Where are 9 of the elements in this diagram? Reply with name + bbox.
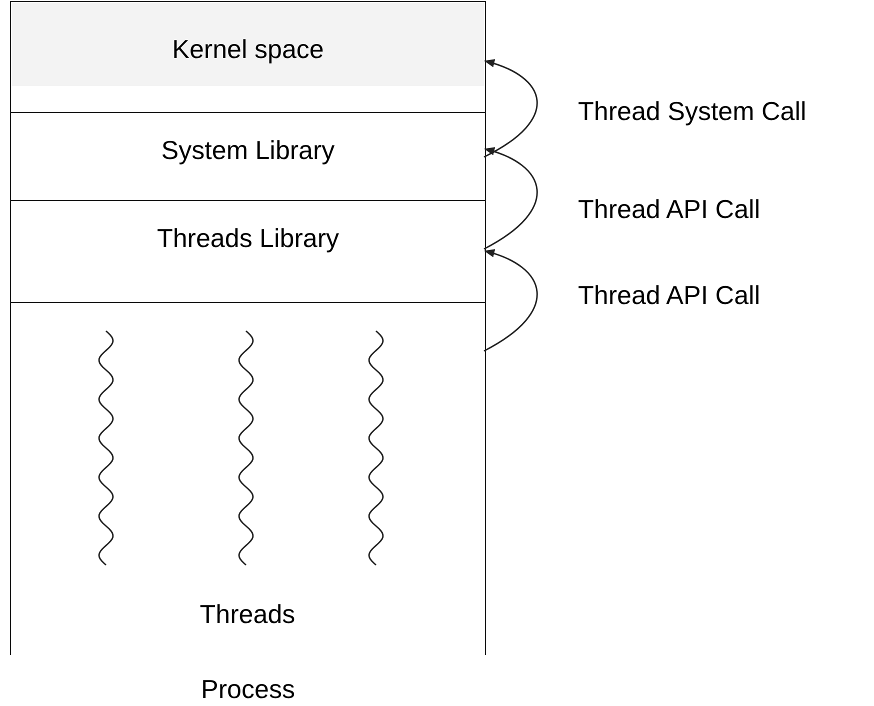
layer-label: Threads	[200, 599, 296, 630]
curved-arrow	[484, 60, 538, 158]
curved-arrow	[484, 148, 538, 250]
curved-arrow	[484, 250, 538, 352]
layer-label: Kernel space	[172, 34, 324, 65]
layer-label: System Library	[161, 135, 335, 166]
layer-label: Threads Library	[156, 223, 340, 254]
caption-text: Process	[201, 674, 295, 705]
layer-band	[11, 2, 485, 113]
